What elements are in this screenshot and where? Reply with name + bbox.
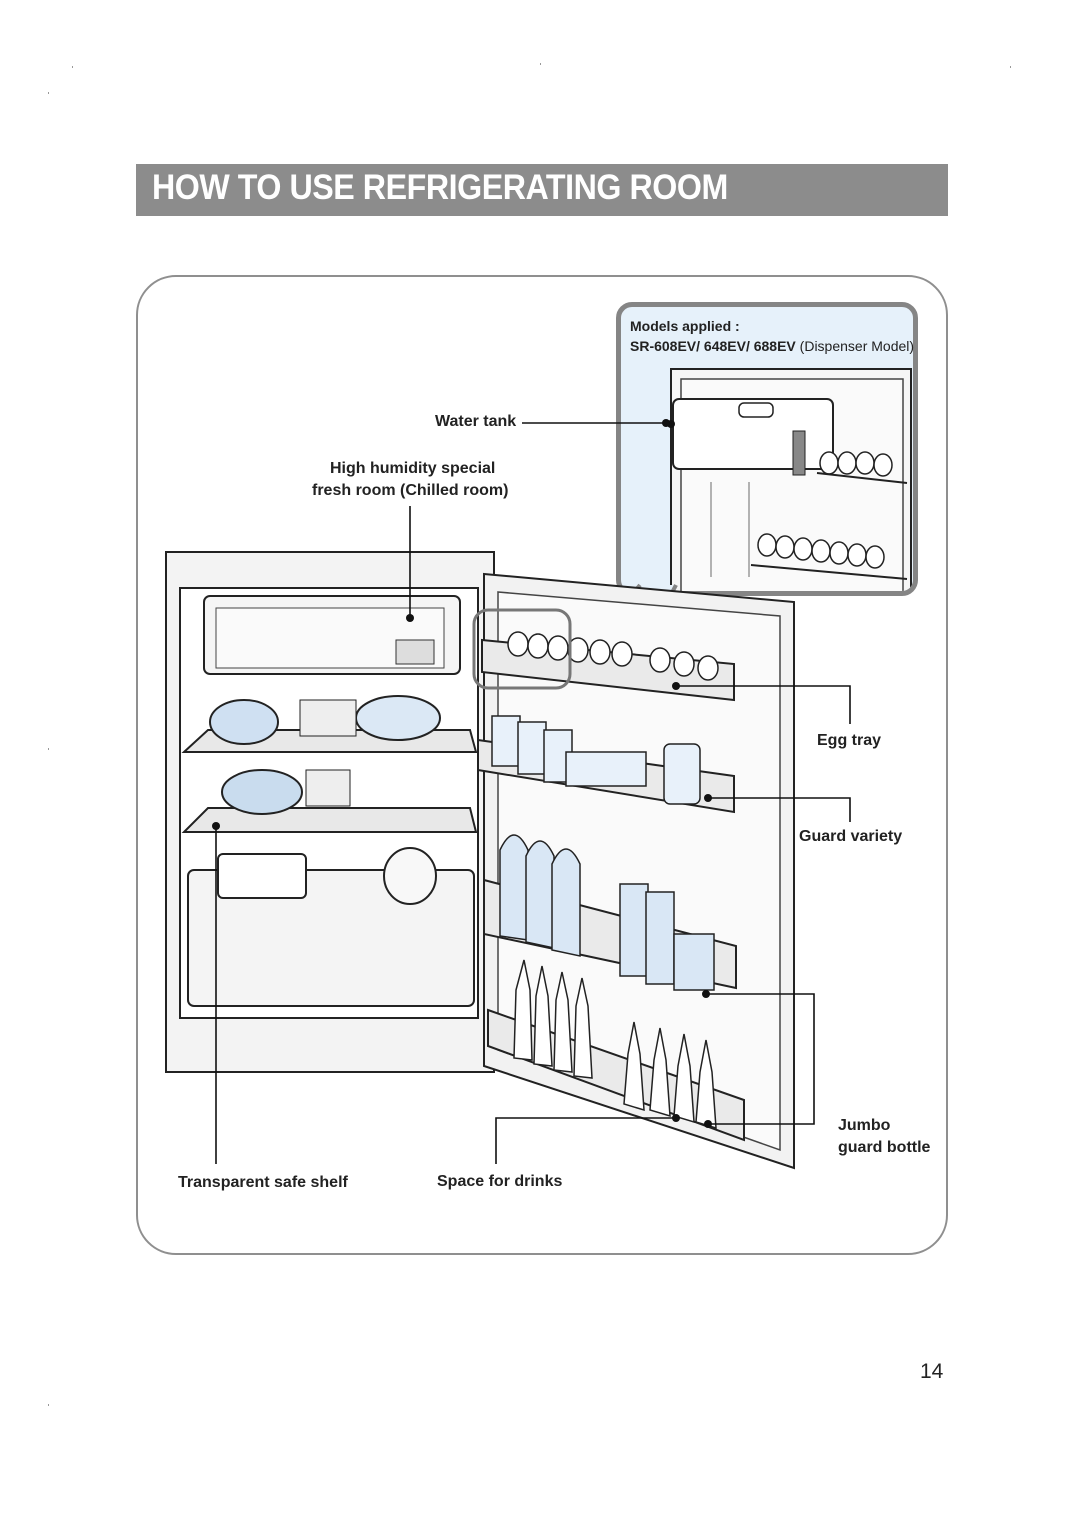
print-mark [48,748,49,750]
print-mark [48,1404,49,1406]
dispenser-model-inset [616,302,918,596]
page-title: HOW TO USE REFRIGERATING ROOM [152,168,728,207]
chilled-room-label: fresh room (Chilled room) [312,482,509,499]
guard-variety-label: Guard variety [799,828,903,845]
models-applied-label: Models applied : [630,318,740,334]
models-list-note: (Dispenser Model) [799,338,915,354]
print-mark [48,92,49,94]
high-humidity-label: High humidity special [330,460,496,477]
section-header-bar: HOW TO USE REFRIGERATING ROOM [136,164,948,216]
jumbo-guard-bottle-label: guard bottle [838,1139,931,1156]
dispenser-door-illustration [667,368,912,591]
print-mark [1010,66,1011,68]
print-mark [540,63,541,65]
page-number: 14 [920,1360,944,1383]
models-list-bold: SR-608EV/ 648EV/ 688EV [630,338,796,354]
water-tank-label: Water tank [435,413,517,430]
transparent-shelf-label: Transparent safe shelf [178,1174,348,1191]
print-mark [72,66,73,68]
models-list: SR-608EV/ 648EV/ 688EV (Dispenser Model) [630,338,914,354]
space-for-drinks-label: Space for drinks [437,1173,563,1190]
jumbo-label: Jumbo [838,1117,891,1134]
egg-tray-label: Egg tray [817,732,882,749]
